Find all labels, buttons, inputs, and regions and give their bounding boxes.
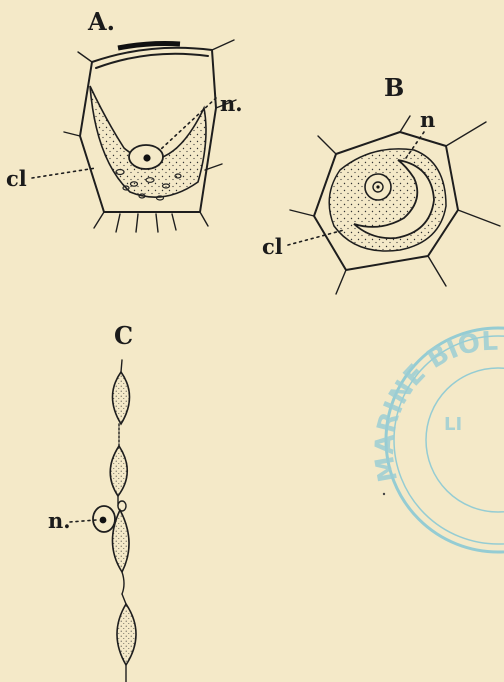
stray-mark <box>383 493 385 495</box>
figure-c-letter: C <box>114 321 133 350</box>
figure-b-chloroplast-label: cl <box>262 234 283 259</box>
figure-c: C n. <box>48 321 136 682</box>
figure-a-nucleus-label: n. <box>220 91 243 116</box>
figure-b-letter: B <box>384 73 404 102</box>
figure-a: A. <box>6 7 243 232</box>
library-stamp: MARINE BIOLOG LI <box>0 0 504 552</box>
figure-a-chloroplast-label: cl <box>6 166 27 191</box>
figure-b: B n cl <box>262 73 500 294</box>
figure-b-nucleus-label: n <box>420 107 435 132</box>
stamp-inner-text: LI <box>444 414 462 435</box>
figure-c-nucleus-label: n. <box>48 508 71 533</box>
figure-b-cell <box>290 116 500 294</box>
figure-a-cell <box>64 40 236 232</box>
figure-c-filament <box>93 360 136 682</box>
figure-a-letter: A. <box>87 7 115 36</box>
